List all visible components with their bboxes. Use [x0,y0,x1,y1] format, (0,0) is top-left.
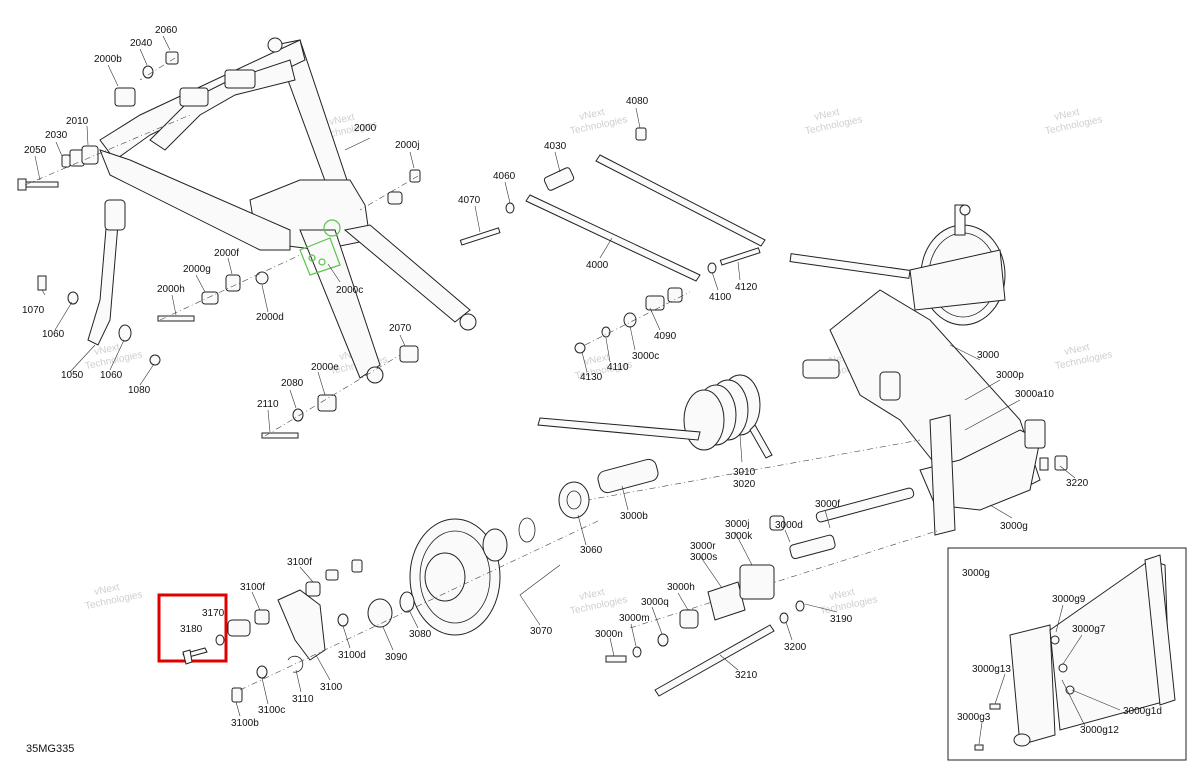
part-label: 4070 [458,195,481,206]
leader-lines [34,35,1121,745]
part-label: 3100f [240,582,265,593]
part-label: 3000h [667,582,695,593]
watermark: vNext [1053,107,1081,123]
highlight-box [157,593,228,663]
part-label: 2000 [354,123,377,134]
part-label: 3000q [641,597,669,608]
watermark: vNext [93,342,121,358]
part-label: 3110 [292,694,314,705]
part-label: 2000b [94,54,122,65]
part-label: 3000j [725,519,749,530]
part-label: 4030 [544,141,567,152]
part-label: 1050 [61,370,84,381]
part-label: 3190 [830,614,853,625]
part-label: 4080 [626,96,649,107]
watermark: vNext [328,112,356,128]
part-label: 3000g12 [1080,725,1119,736]
part-label: 3000g [1000,521,1028,532]
part-label: 2070 [389,323,412,334]
part-label: 3090 [385,652,408,663]
part-label: 3170 [202,608,225,619]
part-label: 3000s [690,552,717,563]
part-label: 4100 [709,292,732,303]
part-label: 2030 [45,130,68,141]
watermark: vNext [1063,342,1091,358]
part-label: 3000d [775,520,803,531]
part-label: 4110 [607,362,629,373]
part-label: 2000g [183,264,211,275]
part-label: 3100 [320,682,343,693]
part-label: 2110 [257,399,279,410]
part-label: 3000g1d [1123,706,1162,717]
watermark: vNext [578,107,606,123]
part-labels: 2060 2040 2000b 2010 2030 2050 2000 2000… [22,25,1162,736]
part-label: 3210 [735,670,758,681]
part-label: 3000g7 [1072,624,1106,635]
part-label: 3000n [595,629,623,640]
part-label: 3000g3 [957,712,991,723]
part-label: 3000c [632,351,659,362]
bolt-2050 [17,178,59,191]
inset-title: 3000g [962,568,990,579]
part-label: 3080 [409,629,432,640]
part-label: 3000m [619,613,650,624]
part-label: 3070 [530,626,553,637]
part-label: 3000a10 [1015,389,1054,400]
part-label: 1060 [100,370,123,381]
idler-wheel-assembly [227,481,805,703]
part-label: 2040 [130,38,153,49]
part-label: 3000b [620,511,648,522]
part-label: 3000r [690,541,716,552]
part-label: 1060 [42,329,65,340]
part-label: 2050 [24,145,47,156]
part-label: 2000j [395,140,419,151]
part-label: 3100c [258,705,285,716]
part-label: 4130 [580,372,603,383]
front-arm-assembly [17,37,477,439]
linkage-rod-assembly [459,127,766,354]
part-label: 2010 [66,116,89,127]
part-label: 3000f [815,499,840,510]
part-label: 2000f [214,248,239,259]
part-label: 2000e [311,362,339,373]
part-label: 4120 [735,282,758,293]
part-label: 3100f [287,557,312,568]
part-label: 2060 [155,25,178,36]
part-label: 4090 [654,331,677,342]
part-label: 3100d [338,650,366,661]
torsion-spring [537,374,773,459]
watermark: vNext [93,582,121,598]
part-label: 4060 [493,171,516,182]
part-label: 3010 [733,467,756,478]
part-label: 3020 [733,479,756,490]
part-label: 2080 [281,378,304,389]
part-label: 1070 [22,305,45,316]
watermark: vNext [828,587,856,603]
part-label: 3000k [725,531,753,542]
part-label: 3000 [977,350,1000,361]
part-label: 2000c [336,285,363,296]
diagram-code: 35MG335 [26,743,74,755]
part-label: 3200 [784,642,807,653]
part-label: 4000 [586,260,609,271]
part-label: 2000h [157,284,185,295]
watermark: vNext [578,587,606,603]
part-label: 2000d [256,312,284,323]
part-label: 3000g9 [1052,594,1086,605]
part-label: 3100b [231,718,259,729]
parts-3170-3180 [182,634,225,665]
part-label: 3000g13 [972,664,1011,675]
part-label: 3000p [996,370,1024,381]
watermark: vNext [813,107,841,123]
part-label: 3220 [1066,478,1089,489]
part-label: 3180 [180,624,203,635]
part-label: 3060 [580,545,603,556]
part-label: 1080 [128,385,151,396]
rear-frame-assembly [537,204,1068,629]
watermark: vNext [583,352,611,368]
inset-detail-3000g [947,547,1187,761]
